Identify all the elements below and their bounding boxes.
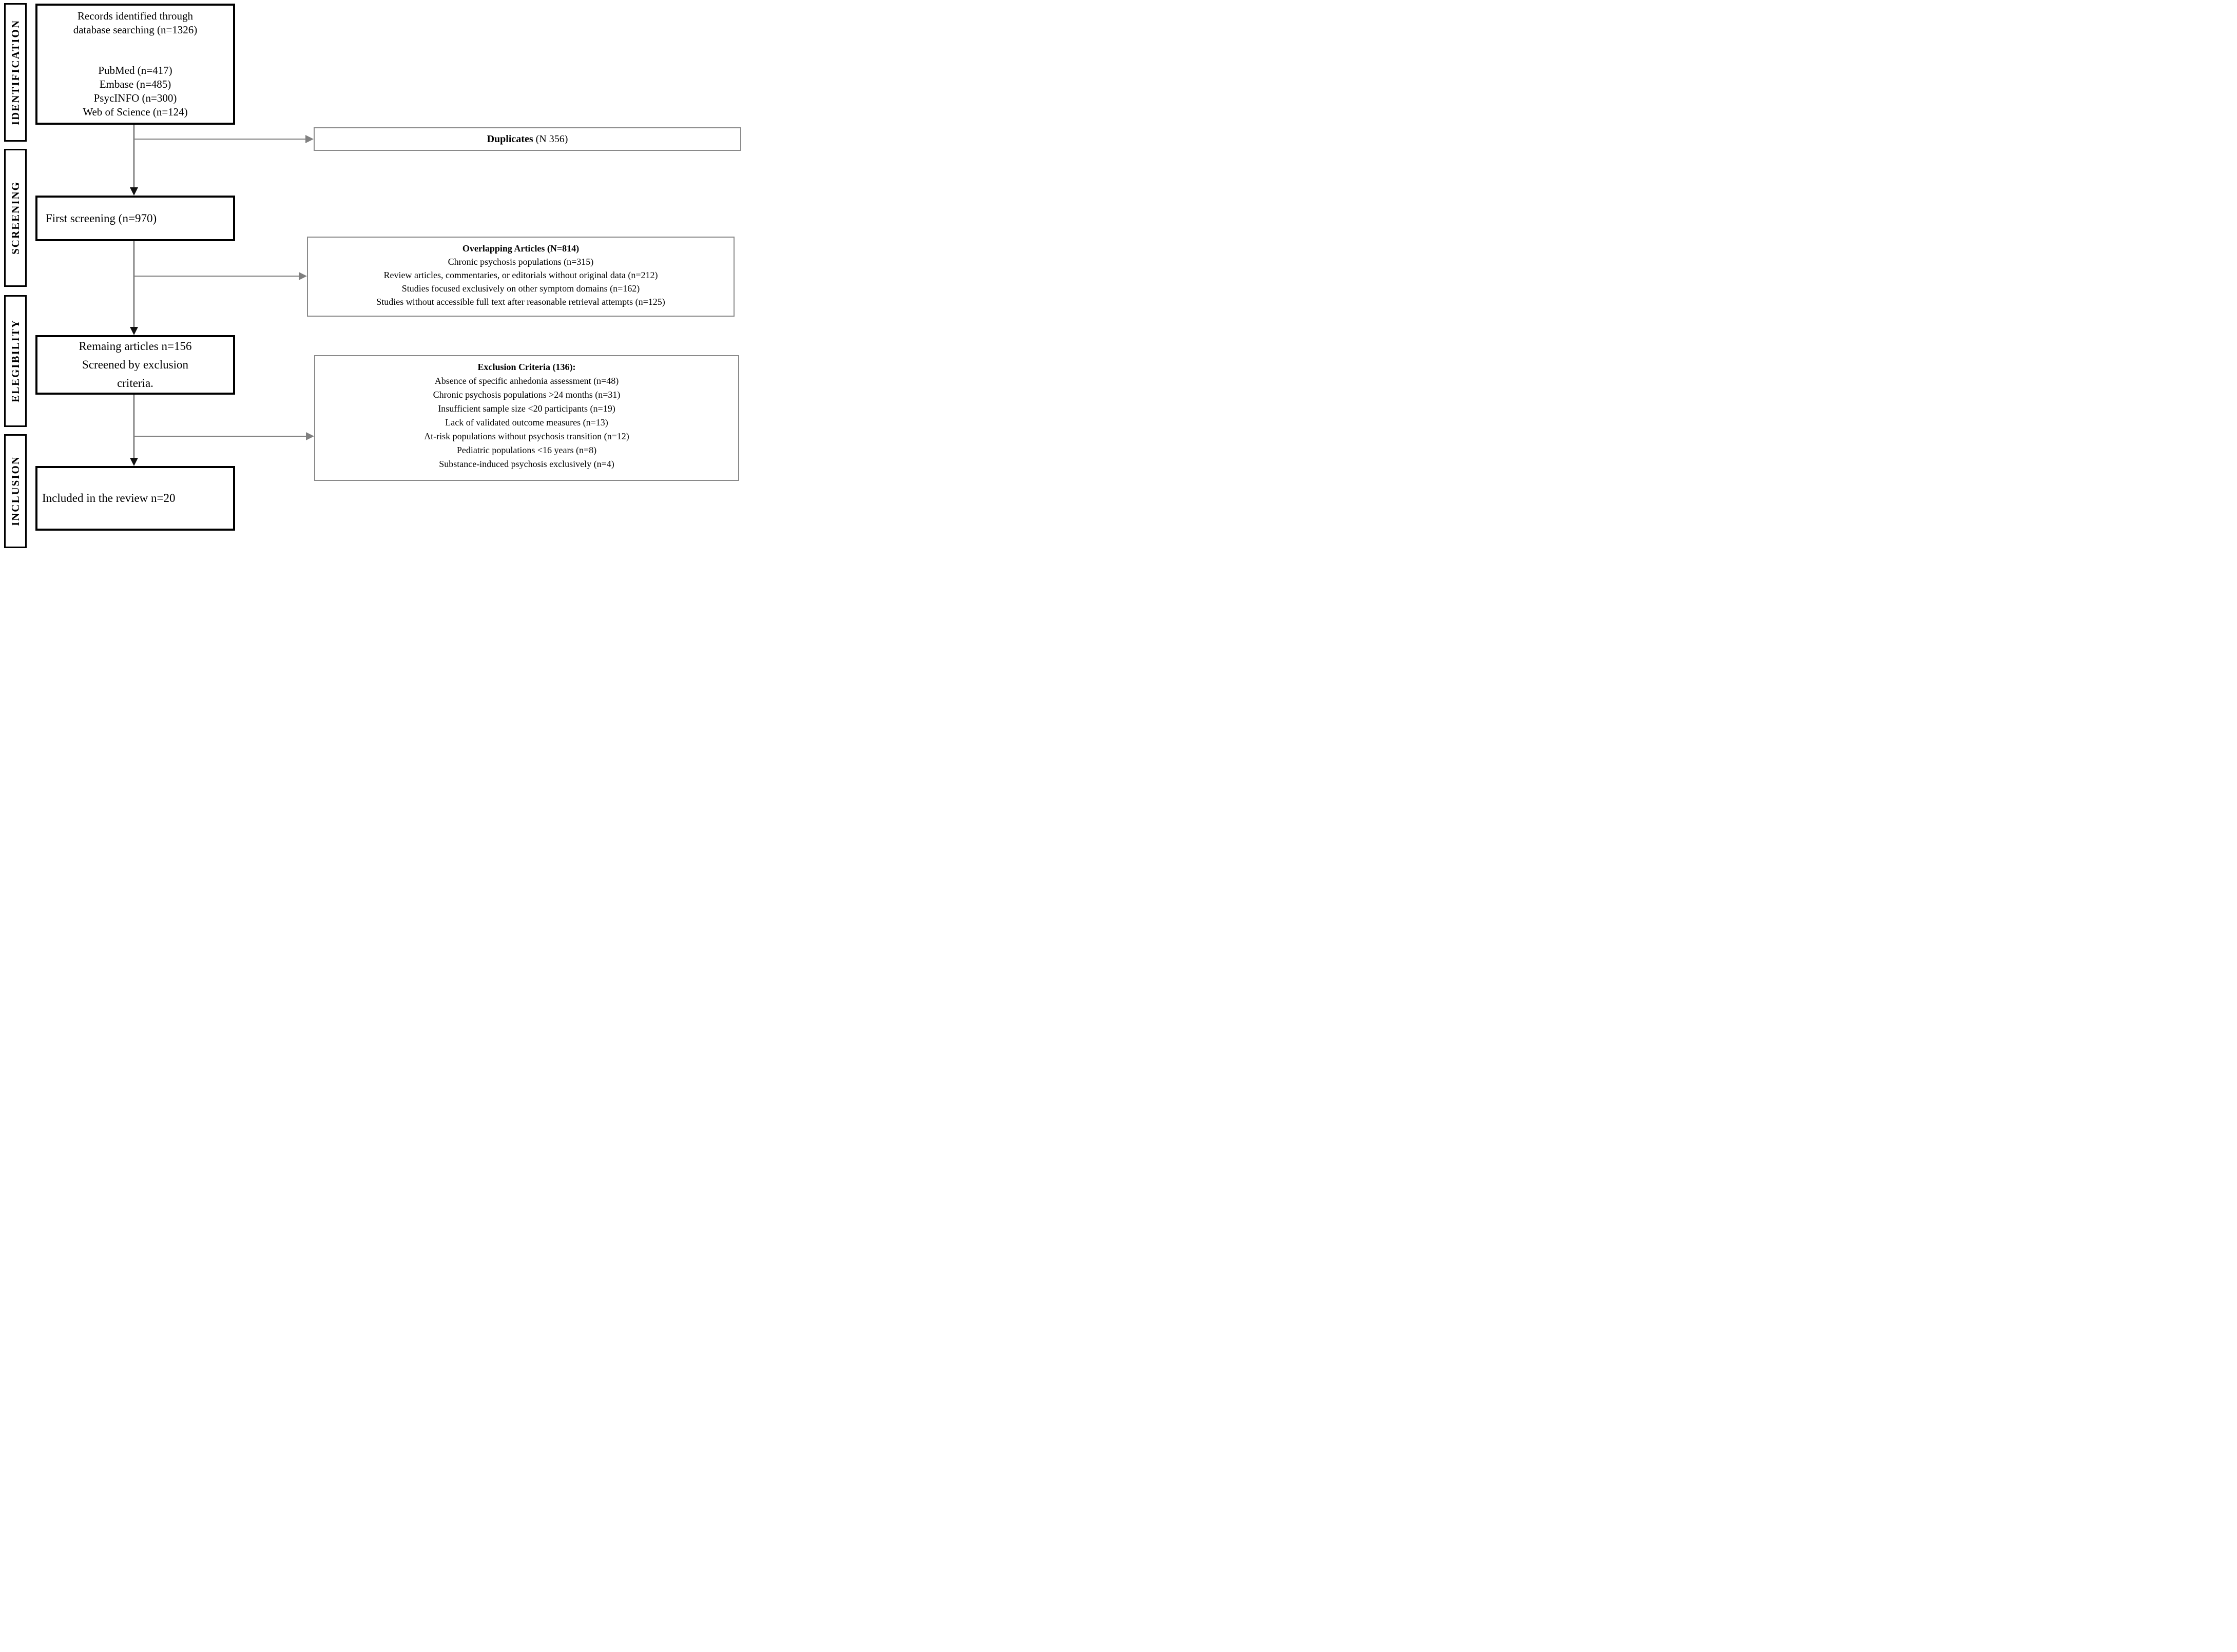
arrow-right-icon [299,272,307,280]
exclusion-item: Lack of validated outcome measures (n=13… [445,417,608,427]
records-line: Records identified through [77,10,194,22]
database-count-web-of-science: Web of Science (n=124) [83,106,188,118]
exclusion-item: Insufficient sample size <20 participant… [438,403,615,414]
exclusion-criteria-box: Exclusion Criteria (136): Absence of spe… [314,355,739,481]
branch-line-duplicates [134,139,305,140]
stage-box-screening: SCREENING [4,149,27,287]
database-count-psycinfo: PsycINFO (n=300) [93,92,177,104]
exclusion-item: At-risk populations without psychosis tr… [424,431,629,441]
overlapping-item: Studies without accessible full text aft… [376,297,665,307]
remaining-line: Remaing articles n=156 [79,340,192,353]
exclusion-item: Pediatric populations <16 years (n=8) [456,445,597,455]
stage-label-elegibility: ELEGIBILITY [9,319,22,403]
branch-line-overlapping [134,276,299,277]
prisma-flow-diagram: IDENTIFICATION SCREENING ELEGIBILITY INC… [0,0,746,551]
stage-box-identification: IDENTIFICATION [4,3,27,142]
exclusion-item: Absence of specific anhedonia assessment… [434,376,619,386]
records-spacer [37,37,233,64]
duplicates-box: Duplicates (N 356) [314,127,741,151]
duplicates-label: Duplicates (N 356) [487,133,568,145]
flow-line-remaining-to-included [133,395,134,458]
remaining-articles-box: Remaing articles n=156 Screened by exclu… [35,335,235,395]
records-line: database searching (n=1326) [73,24,198,36]
overlapping-articles-box: Overlapping Articles (N=814) Chronic psy… [307,237,735,317]
included-in-review-box: Included in the review n=20 [35,466,235,531]
duplicates-label-count: (N 356) [533,133,568,145]
flow-line-records-to-screening [133,125,134,188]
exclusion-item: Substance-induced psychosis exclusively … [439,459,614,469]
overlapping-item: Chronic psychosis populations (n=315) [448,257,594,267]
arrow-right-icon [305,135,314,143]
overlapping-item: Studies focused exclusively on other sym… [401,283,640,294]
branch-line-exclusion [134,436,306,437]
overlapping-articles-title: Overlapping Articles (N=814) [462,243,580,254]
exclusion-criteria-title: Exclusion Criteria (136): [477,362,576,372]
overlapping-item: Review articles, commentaries, or editor… [383,270,658,280]
records-identified-box: Records identified through database sear… [35,4,235,125]
included-label: Included in the review n=20 [42,492,176,504]
database-count-embase: Embase (n=485) [99,78,171,90]
stage-label-identification: IDENTIFICATION [9,19,22,126]
stage-box-inclusion: INCLUSION [4,434,27,548]
flow-line-screening-to-remaining [133,241,134,327]
arrow-down-icon [130,327,138,335]
first-screening-box: First screening (n=970) [35,196,235,241]
first-screening-label: First screening (n=970) [46,211,157,225]
remaining-line: criteria. [117,377,153,390]
stage-box-elegibility: ELEGIBILITY [4,295,27,427]
remaining-line: Screened by exclusion [82,358,188,371]
arrow-down-icon [130,458,138,466]
duplicates-label-bold: Duplicates [487,133,533,145]
arrow-right-icon [306,432,314,440]
exclusion-item: Chronic psychosis populations >24 months… [433,390,621,400]
stage-label-screening: SCREENING [9,181,22,255]
database-count-pubmed: PubMed (n=417) [98,64,172,76]
arrow-down-icon [130,187,138,196]
stage-label-inclusion: INCLUSION [9,456,22,527]
